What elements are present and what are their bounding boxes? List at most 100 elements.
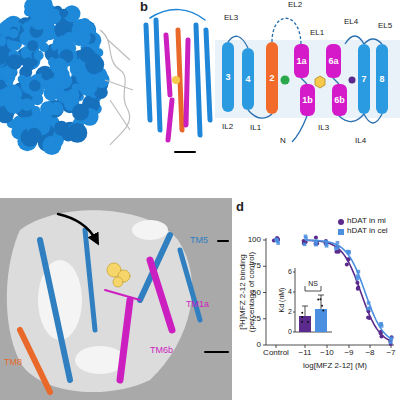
data-point xyxy=(345,263,349,267)
helix-label: TM8 xyxy=(4,358,22,368)
data-point xyxy=(379,322,383,326)
loop-label: EL1 xyxy=(310,29,324,38)
tick-label: 75 xyxy=(252,262,261,271)
significance-label: NS xyxy=(308,280,318,288)
axis-line xyxy=(327,345,328,348)
data-point xyxy=(301,316,303,318)
helix-number: 1a xyxy=(296,57,306,66)
helix-number: 1b xyxy=(302,96,313,105)
tick-label: −8 xyxy=(365,349,374,358)
panel-letter: b xyxy=(140,0,148,14)
tick-label: −9 xyxy=(344,349,353,358)
tick-label: 50 xyxy=(252,288,261,297)
tick-label: −11 xyxy=(299,349,312,358)
data-point xyxy=(322,310,324,312)
helix-label: TM5 xyxy=(190,236,208,246)
axis-line xyxy=(293,292,295,293)
surface-slice xyxy=(0,198,232,400)
helix-number: 7 xyxy=(361,75,366,84)
data-point xyxy=(325,243,329,247)
loop-label: EL2 xyxy=(288,1,302,10)
helix-cylinder: 4 xyxy=(242,48,254,110)
density-lobe xyxy=(1,86,17,102)
axis-title: Kd (nM) xyxy=(278,270,286,330)
density-lobe xyxy=(59,9,68,18)
axis-line xyxy=(295,268,332,332)
data-point xyxy=(315,240,319,244)
data-point xyxy=(356,277,360,281)
topology xyxy=(215,18,400,142)
loop-label: EL5 xyxy=(378,22,392,31)
data-point xyxy=(356,286,360,290)
density-lobe xyxy=(94,72,110,88)
data-point xyxy=(336,241,340,245)
density-lobe xyxy=(50,102,63,115)
data-point xyxy=(317,299,319,301)
data-point xyxy=(307,321,309,323)
helix-number: 6b xyxy=(334,96,345,105)
data-point xyxy=(337,250,341,254)
density-lobe xyxy=(31,106,40,115)
data-point xyxy=(390,337,394,341)
error-bar xyxy=(318,295,324,296)
tick-label: 0 xyxy=(257,341,261,350)
density-lobe xyxy=(76,72,89,85)
helix-number: 8 xyxy=(379,75,384,84)
loop-label: IL2 xyxy=(222,123,233,132)
data-point xyxy=(366,307,370,311)
density-lobe xyxy=(46,8,62,24)
tick-label: 4 xyxy=(288,288,292,296)
density-lobe xyxy=(42,136,61,155)
density-lobe xyxy=(42,71,51,80)
helix-cylinder: 3 xyxy=(222,42,234,112)
loop-label: EL3 xyxy=(224,14,238,23)
helix-number: 3 xyxy=(225,73,230,82)
axis-line xyxy=(263,318,266,319)
axis-line xyxy=(263,345,266,346)
loop-label: EL4 xyxy=(344,18,358,27)
ribbon-model xyxy=(146,10,210,152)
data-point xyxy=(314,243,318,247)
density-lobe xyxy=(9,29,19,39)
axis-line xyxy=(263,240,266,241)
density-lobe xyxy=(34,50,44,60)
data-point xyxy=(324,239,328,243)
data-point xyxy=(389,341,393,345)
bar xyxy=(299,316,311,332)
helix-number: 4 xyxy=(245,75,250,84)
data-point xyxy=(355,281,359,285)
density-lobe xyxy=(85,55,104,74)
density-lobe xyxy=(75,29,91,45)
legend-swatch xyxy=(338,219,344,225)
axis-line xyxy=(263,292,266,293)
tick-label: Control xyxy=(263,349,289,358)
density-lobe xyxy=(51,58,68,75)
helix-cylinder: 6a xyxy=(326,44,341,78)
helix-cylinder: 6b xyxy=(332,84,347,116)
density-lobe xyxy=(7,54,22,69)
density-lobe xyxy=(21,98,34,111)
density-lobe xyxy=(29,18,37,26)
helix-cylinder: 1a xyxy=(294,44,309,78)
panel-letter: d xyxy=(236,200,244,214)
data-point xyxy=(367,301,371,305)
data-point xyxy=(379,322,383,326)
data-point xyxy=(301,312,303,314)
terminus-label: N xyxy=(280,137,286,146)
data-point xyxy=(319,298,321,300)
loop-label: IL1 xyxy=(250,124,261,133)
tick-label: 25 xyxy=(252,314,261,323)
density-lobe xyxy=(0,46,9,65)
legend-text: hDAT in mi xyxy=(347,217,386,226)
loop-label: IL3 xyxy=(318,124,329,133)
density-lobe xyxy=(62,129,74,141)
helix-cylinder: 8 xyxy=(376,44,388,114)
density-lobe xyxy=(52,77,66,91)
tick-label: 100 xyxy=(248,236,261,245)
tick-label: 0 xyxy=(288,328,292,336)
density-lobe xyxy=(0,35,6,46)
helix-label: TM1a xyxy=(186,300,209,310)
data-point xyxy=(389,337,393,341)
data-point xyxy=(334,247,338,251)
